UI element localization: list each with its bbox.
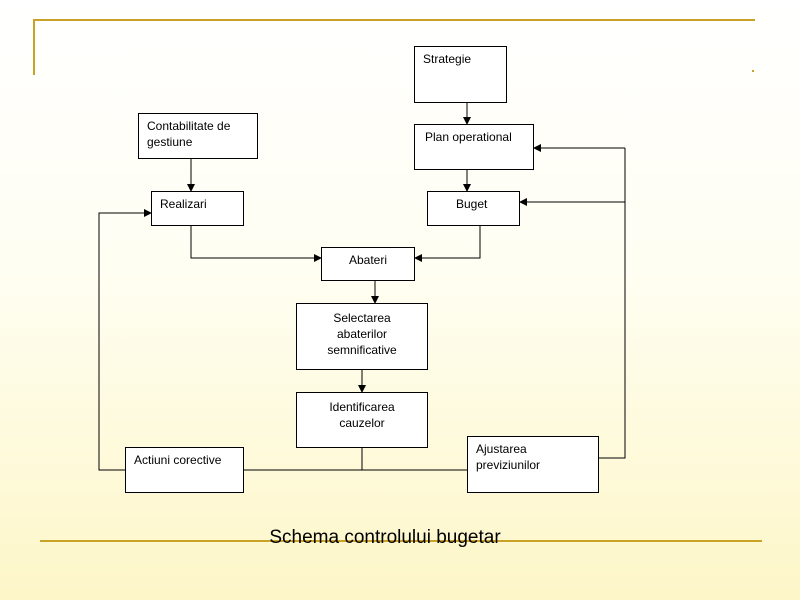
bottom-rule: [40, 540, 762, 542]
node-strategie: Strategie: [414, 46, 507, 103]
diagram-caption: Schema controlului bugetar: [269, 527, 501, 548]
accent-dot: [752, 70, 754, 72]
arrow-actiuni-realizari: [98, 209, 152, 471]
node-contabilitate: Contabilitate de gestiune: [138, 113, 258, 159]
node-identificarea: Identificarea cauzelor: [296, 392, 428, 448]
top-rule: [33, 19, 755, 21]
arrow-buget-abateri: [414, 225, 481, 262]
node-actiuni-corective: Actiuni corective: [125, 447, 244, 493]
node-buget: Buget: [427, 191, 520, 226]
line-ajustarea-right: [598, 148, 626, 459]
left-rule: [33, 19, 35, 75]
node-realizari: Realizari: [151, 191, 244, 226]
node-abateri: Abateri: [321, 247, 415, 281]
node-ajustarea: Ajustarea previziunilor: [467, 436, 599, 493]
arrow-realizari-abateri: [190, 225, 322, 262]
node-selectarea: Selectarea abaterilor semnificative: [296, 303, 428, 370]
node-plan-operational: Plan operational: [414, 124, 534, 170]
